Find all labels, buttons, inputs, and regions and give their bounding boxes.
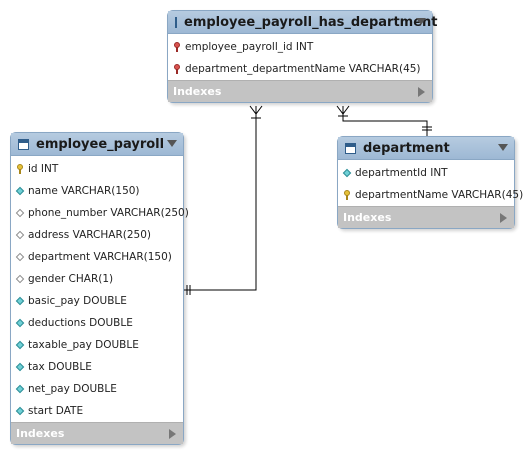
table-employee-payroll[interactable]: employee_payroll id INT name VARCHAR(150… — [10, 132, 189, 445]
column-row[interactable]: id INT — [11, 158, 183, 180]
table-department[interactable]: department departmentId INT departmentNa… — [337, 136, 523, 229]
column-label: employee_payroll_id INT — [185, 41, 314, 53]
table-header[interactable]: employee_payroll — [11, 133, 183, 156]
foreign-key-icon — [172, 42, 182, 52]
column-label: tax DOUBLE — [28, 361, 92, 373]
column-row[interactable]: name VARCHAR(150) — [11, 180, 183, 202]
many-marker-employee-payroll — [249, 105, 263, 119]
column-row[interactable]: employee_payroll_id INT — [168, 36, 432, 58]
one-marker-employee-payroll — [186, 285, 191, 295]
column-row[interactable]: gender CHAR(1) — [11, 268, 183, 290]
indexes-label: Indexes — [16, 427, 65, 440]
filled-diamond-icon — [15, 296, 25, 306]
column-label: deductions DOUBLE — [28, 317, 133, 329]
filled-diamond-icon — [15, 186, 25, 196]
column-label: department VARCHAR(150) — [28, 251, 172, 263]
chevron-down-icon[interactable] — [498, 144, 508, 151]
column-row[interactable]: deductions DOUBLE — [11, 312, 183, 334]
indexes-bar[interactable]: Indexes — [338, 206, 514, 228]
relationship-line-department — [342, 106, 428, 136]
table-header[interactable]: department — [338, 137, 514, 160]
many-marker-department — [336, 105, 350, 117]
indexes-bar[interactable]: Indexes — [168, 80, 432, 102]
column-list: departmentId INT departmentName VARCHAR(… — [338, 160, 523, 206]
column-label: basic_pay DOUBLE — [28, 295, 127, 307]
filled-diamond-icon — [15, 384, 25, 394]
column-list: employee_payroll_id INT department_depar… — [168, 34, 432, 80]
chevron-down-icon[interactable] — [167, 140, 177, 147]
relationship-line-employee-payroll — [183, 106, 257, 291]
chevron-down-icon[interactable] — [416, 18, 426, 25]
column-row[interactable]: taxable_pay DOUBLE — [11, 334, 183, 356]
table-title: employee_payroll_has_department — [184, 14, 438, 30]
table-icon — [175, 16, 177, 28]
filled-diamond-icon — [15, 406, 25, 416]
table-title: employee_payroll — [36, 136, 165, 152]
empty-diamond-icon — [15, 208, 25, 218]
column-row[interactable]: address VARCHAR(250) — [11, 224, 183, 246]
column-label: name VARCHAR(150) — [28, 185, 140, 197]
column-label: department_departmentName VARCHAR(45) — [185, 63, 421, 75]
primary-key-icon — [342, 190, 352, 200]
empty-diamond-icon — [15, 230, 25, 240]
column-label: start DATE — [28, 405, 84, 417]
column-label: phone_number VARCHAR(250) — [28, 207, 189, 219]
indexes-bar[interactable]: Indexes — [11, 422, 183, 444]
filled-diamond-icon — [342, 168, 352, 178]
table-icon — [18, 138, 29, 150]
empty-diamond-icon — [15, 274, 25, 284]
table-header[interactable]: employee_payroll_has_department — [168, 11, 438, 34]
filled-diamond-icon — [15, 340, 25, 350]
column-row[interactable]: start DATE — [11, 400, 183, 422]
column-row[interactable]: department_departmentName VARCHAR(45) — [168, 58, 432, 80]
filled-diamond-icon — [15, 362, 25, 372]
column-label: taxable_pay DOUBLE — [28, 339, 139, 351]
column-row[interactable]: tax DOUBLE — [11, 356, 183, 378]
column-row[interactable]: departmentName VARCHAR(45) — [338, 184, 523, 206]
chevron-right-icon[interactable] — [418, 87, 425, 97]
chevron-right-icon[interactable] — [500, 213, 507, 223]
table-icon — [345, 142, 356, 154]
primary-key-icon — [15, 164, 25, 174]
indexes-label: Indexes — [343, 211, 392, 224]
column-row[interactable]: departmentId INT — [338, 162, 514, 184]
foreign-key-icon — [172, 64, 182, 74]
column-label: address VARCHAR(250) — [28, 229, 151, 241]
column-row[interactable]: department VARCHAR(150) — [11, 246, 183, 268]
one-marker-department — [422, 126, 432, 131]
column-label: gender CHAR(1) — [28, 273, 114, 285]
chevron-right-icon[interactable] — [169, 429, 176, 439]
column-label: departmentId INT — [355, 167, 448, 179]
filled-diamond-icon — [15, 318, 25, 328]
column-row[interactable]: phone_number VARCHAR(250) — [11, 202, 189, 224]
column-row[interactable]: basic_pay DOUBLE — [11, 290, 183, 312]
column-label: departmentName VARCHAR(45) — [355, 189, 524, 201]
column-label: net_pay DOUBLE — [28, 383, 117, 395]
indexes-label: Indexes — [173, 85, 222, 98]
table-employee-payroll-has-department[interactable]: employee_payroll_has_department employee… — [167, 10, 438, 103]
column-row[interactable]: net_pay DOUBLE — [11, 378, 183, 400]
table-title: department — [363, 140, 450, 156]
column-label: id INT — [28, 163, 59, 175]
empty-diamond-icon — [15, 252, 25, 262]
column-list: id INT name VARCHAR(150) phone_number VA… — [11, 156, 189, 422]
